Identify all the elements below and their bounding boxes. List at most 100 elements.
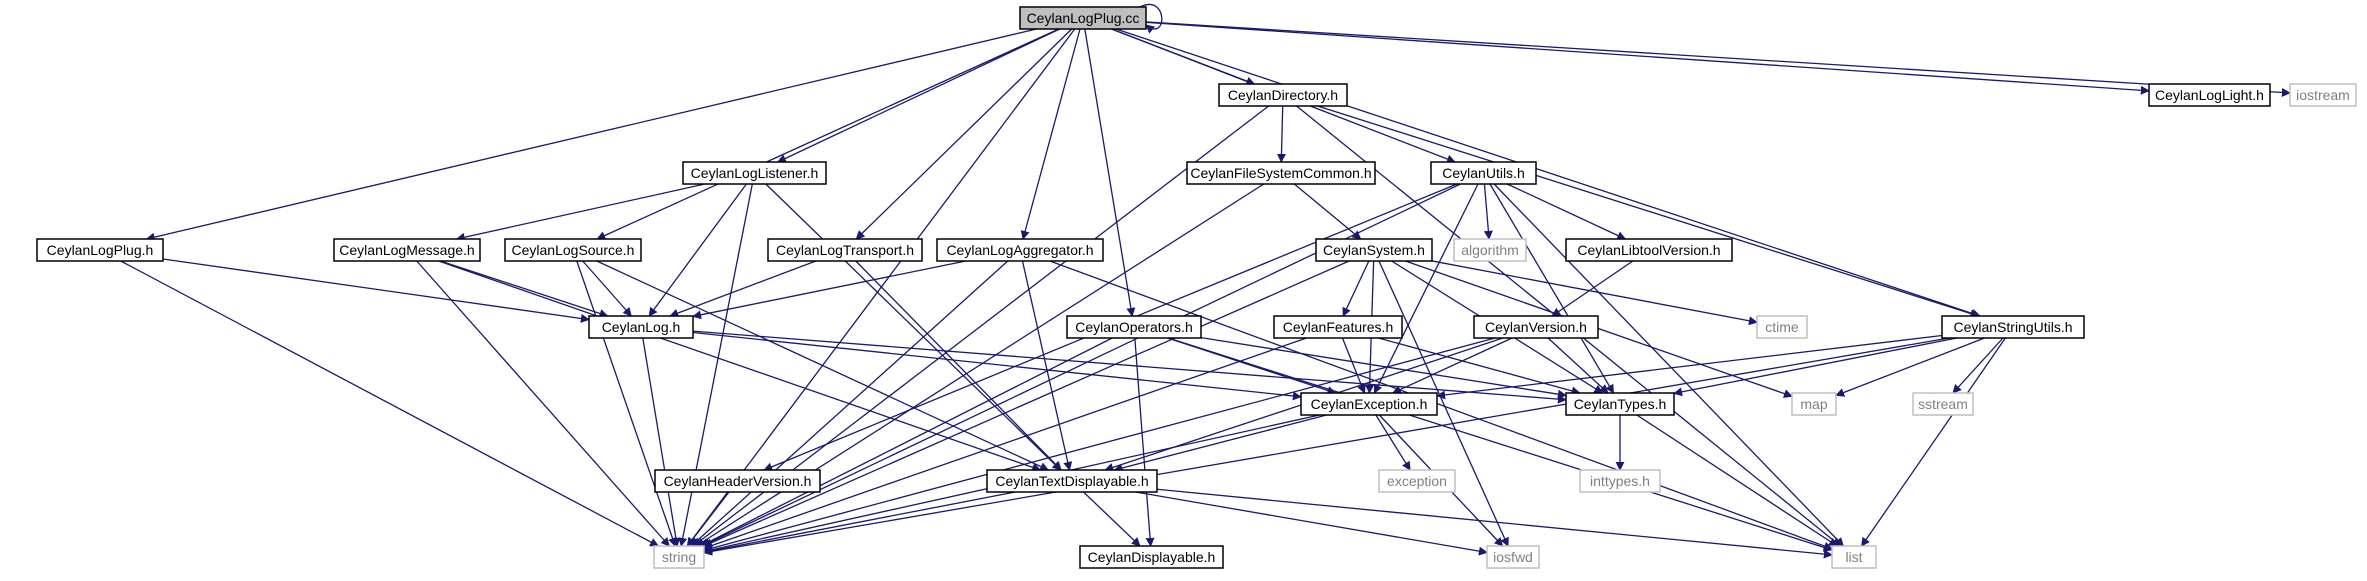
node-ceylanlogaggregator-h[interactable]: CeylanLogAggregator.h [936,238,1104,262]
node-box [2289,83,2357,107]
node-label: CeylanDirectory.h [1228,87,1338,103]
node-inttypes-h: inttypes.h [1579,469,1661,493]
node-box [504,238,642,262]
node-box [1378,469,1456,493]
node-label: sstream [1918,396,1968,412]
node-box [1473,315,1599,339]
node-map: map [1791,392,1837,416]
edge-ceylanlogplug-cc-to-ceylanlogplug-h [145,28,1037,242]
node-label: CeylanUtils.h [1442,165,1524,181]
edge-ceylanoperators-h-to-ceylantypes-h [1200,336,1567,399]
edge-ceylantextdisplayable-h-to-iosfwd [1135,491,1488,556]
edge-ceylanlogmessage-h-to-ceylantextdisplayable-h [438,260,1042,472]
edge-ceylanlog-h-to-string [642,337,681,547]
node-label: inttypes.h [1590,473,1650,489]
edge-ceylanstringutils-h-to-sstream [1952,337,2004,394]
node-box [653,545,705,569]
edge-ceylanheaderversion-h-to-string [686,491,730,547]
node-ceylantypes-h[interactable]: CeylanTypes.h [1565,392,1675,416]
node-ceylanloglistener-h[interactable]: CeylanLogListener.h [682,161,827,185]
edge-ceylantextdisplayable-h-to-ceylandisplayable-h [1083,491,1141,547]
node-label: CeylanOperators.h [1075,319,1193,335]
node-box [1430,161,1537,185]
edge-ceylanutils-h-to-ceylantypes-h [1489,183,1615,394]
edge-ceylanlogplug-h-to-ceylanlog-h [162,258,590,323]
node-label: CeylanLogPlug.h [47,242,154,258]
node-label: CeylanLibtoolVersion.h [1577,242,1720,258]
edge-ceylanfilesystemcommon-h-to-ceylansystem-h [1293,183,1362,240]
node-ceylandisplayable-h[interactable]: CeylanDisplayable.h [1079,545,1224,569]
node-box [36,238,164,262]
edge-ceylanloglistener-h-to-ceylantextdisplayable-h [765,183,1062,471]
node-ceylandirectory-h[interactable]: CeylanDirectory.h [1218,83,1348,107]
node-ceylantextdisplayable-h[interactable]: CeylanTextDisplayable.h [986,469,1158,493]
edge-ceylanutils-h-to-ceylanlibtoolversion-h [1506,183,1627,240]
edge-ceylantextdisplayable-h-to-string [703,491,1016,556]
node-label: CeylanLogAggregator.h [946,242,1093,258]
node-box [1565,238,1733,262]
node-label: CeylanLogMessage.h [339,242,474,258]
node-label: CeylanHeaderVersion.h [664,473,812,489]
edge-ceylanlogtransport-h-to-ceylanlog-h [669,260,817,318]
node-ceylanexception-h[interactable]: CeylanException.h [1300,392,1438,416]
edge-ceylanlogaggregator-h-to-ceylantextdisplayable-h [1021,260,1073,471]
edge-ceylandirectory-h-to-ceylanstringutils-h [1317,105,1980,318]
node-exception: exception [1378,469,1456,493]
edge-ceylantextdisplayable-h-to-list [1156,488,1833,559]
edge-ceylanlogplug-cc-to-ceylanlogplug-cc [1139,4,1163,34]
node-string: string [653,545,705,569]
edge-ceylanstringutils-h-to-list [1861,337,2006,547]
node-ceylanoperators-h[interactable]: CeylanOperators.h [1066,315,1202,339]
node-ctime: ctime [1756,315,1808,339]
edge-ceylansystem-h-to-ctime [1431,260,1758,326]
edge-ceylanlogsource-h-to-ceylantextdisplayable-h [596,260,1050,471]
edge-ceylanlogmessage-h-to-ceylanlog-h [440,260,609,318]
node-ceylanlog-h[interactable]: CeylanLog.h [588,315,694,339]
node-box [1273,315,1403,339]
node-label: list [1845,549,1862,565]
node-box [588,315,694,339]
node-ceylanlibtoolversion-h[interactable]: CeylanLibtoolVersion.h [1565,238,1733,262]
edge-ceylansystem-h-to-string [703,260,1350,547]
node-ceylanlogplug-h[interactable]: CeylanLogPlug.h [36,238,164,262]
node-ceylanlogtransport-h[interactable]: CeylanLogTransport.h [767,238,923,262]
edge-ceylanstringutils-h-to-ceylanexception-h [1436,334,1943,400]
node-ceylanloglight-h[interactable]: CeylanLogLight.h [2148,83,2271,107]
edge-ceylansystem-h-to-iosfwd [1378,260,1509,547]
node-box [986,469,1158,493]
node-ceylanfeatures-h[interactable]: CeylanFeatures.h [1273,315,1403,339]
node-label: CeylanTypes.h [1574,396,1667,412]
edge-ceylanlogplug-h-to-string [120,260,660,547]
node-label: CeylanStringUtils.h [1953,319,2072,335]
edge-ceylanfeatures-h-to-ceylantypes-h [1378,337,1581,396]
node-ceylansystem-h[interactable]: CeylanSystem.h [1315,238,1433,262]
node-label: iosfwd [1493,549,1533,565]
node-ceylanstringutils-h[interactable]: CeylanStringUtils.h [1941,315,2085,339]
edge-ceylanloglistener-h-to-ceylanlog-h [648,183,747,317]
node-ceylanlogplug-cc[interactable]: CeylanLogPlug.cc [1019,6,1147,30]
node-iostream: iostream [2289,83,2357,107]
node-ceylanheaderversion-h[interactable]: CeylanHeaderVersion.h [654,469,821,493]
node-box [1941,315,2085,339]
node-ceylanlogmessage-h[interactable]: CeylanLogMessage.h [333,238,481,262]
node-list: list [1831,545,1877,569]
edge-ceylanoperators-h-to-ceylandisplayable-h [1134,337,1155,547]
node-ceylanversion-h[interactable]: CeylanVersion.h [1473,315,1599,339]
node-label: CeylanTextDisplayable.h [995,473,1148,489]
edge-ceylanlogtransport-h-to-ceylantextdisplayable-h [855,260,1062,471]
node-box [1791,392,1837,416]
node-ceylanlogsource-h[interactable]: CeylanLogSource.h [504,238,642,262]
edge-ceylanfeatures-h-to-ceylanexception-h [1341,337,1366,394]
edges-layer [120,4,2291,559]
node-label: CeylanDisplayable.h [1088,549,1216,565]
node-ceylanfilesystemcommon-h[interactable]: CeylanFileSystemCommon.h [1186,161,1376,185]
edge-ceylanlogplug-cc-to-ceylanstringutils-h [1115,28,1981,318]
node-label: CeylanFeatures.h [1283,319,1394,335]
node-label: CeylanLogSource.h [512,242,635,258]
node-ceylanutils-h[interactable]: CeylanUtils.h [1430,161,1537,185]
edge-ceylanlogplug-cc-to-ceylanlogaggregator-h [1020,28,1081,240]
edge-ceylanstringutils-h-to-string [703,337,1950,556]
node-label: exception [1387,473,1447,489]
edge-ceylanversion-h-to-ceylanexception-h [1392,337,1513,394]
